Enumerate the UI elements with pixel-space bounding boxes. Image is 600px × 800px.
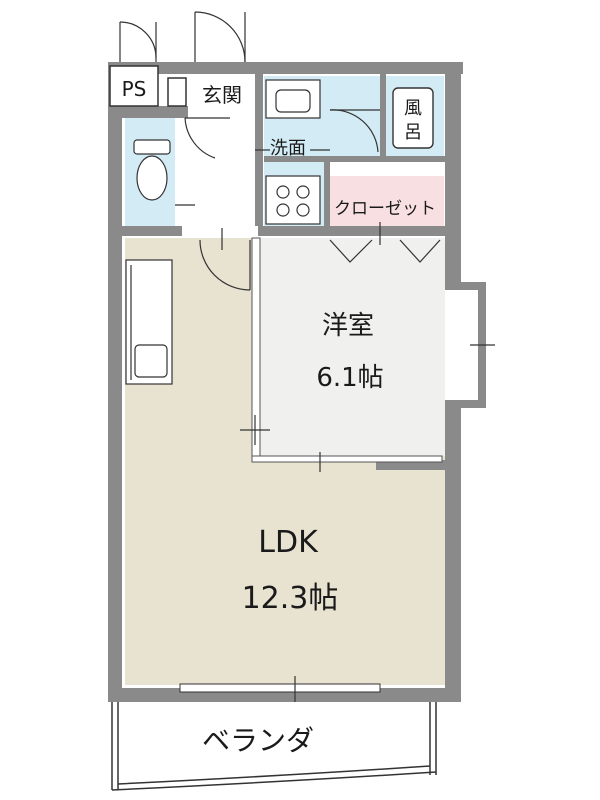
washing-machine-icon xyxy=(265,175,321,225)
balcony-label: ベランダ xyxy=(202,724,314,757)
entrance-label: 玄関 xyxy=(202,83,242,107)
balcony-window xyxy=(179,683,381,693)
washroom-label: 洗面 xyxy=(270,138,306,159)
bath-label-char: 風 xyxy=(404,98,422,119)
entrance-door xyxy=(119,11,246,63)
bath-label-char: 呂 xyxy=(404,122,422,143)
western-room-size: 6.1帖 xyxy=(316,363,383,393)
corridor-floor xyxy=(175,118,255,238)
ldk-door xyxy=(199,239,251,291)
corridor-door xyxy=(184,117,216,159)
entrance-floor xyxy=(188,76,260,118)
toilet-icon xyxy=(133,139,195,206)
balcony xyxy=(111,702,437,791)
bath-label: 風呂 xyxy=(404,98,422,143)
shoe-cabinet xyxy=(167,77,187,107)
ps-box xyxy=(109,65,159,107)
ldk-size: 12.3帖 xyxy=(242,581,339,616)
closet-label: クローゼット xyxy=(334,199,436,219)
ps-label: PS xyxy=(122,77,147,101)
western-room-floor xyxy=(260,238,445,456)
cross-marks xyxy=(221,149,495,702)
western-room-name: 洋室 xyxy=(322,311,374,341)
washbasin-icon xyxy=(265,79,321,119)
ldk-name: LDK xyxy=(258,525,319,560)
kitchen-counter xyxy=(125,259,173,385)
closet-doors xyxy=(329,239,441,263)
bath-label-frame xyxy=(392,87,434,149)
